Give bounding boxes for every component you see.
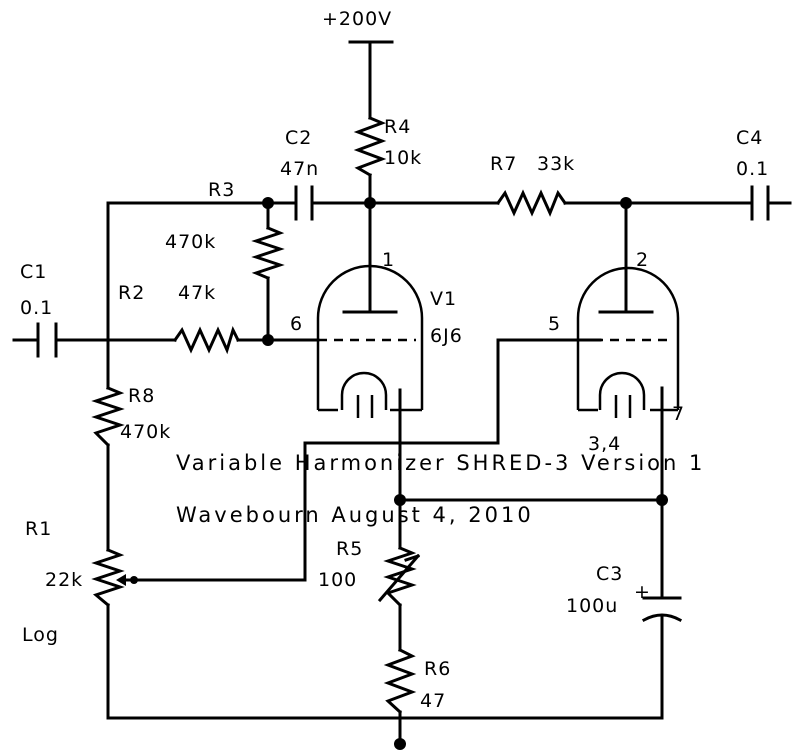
r8-value: 470k (120, 421, 171, 443)
r1-value: 22k (45, 569, 83, 591)
c2-value: 47n (280, 158, 319, 180)
pin-6-label: 6 (290, 313, 303, 335)
r3-value: 470k (165, 231, 216, 253)
pin-3-4-label: 3,4 (588, 433, 621, 455)
junction-dot (364, 197, 376, 209)
r2-value: 47k (178, 282, 216, 304)
r5-value: 100 (318, 569, 357, 591)
c4-value: 0.1 (736, 158, 769, 180)
capacitor-c3 (641, 596, 683, 623)
r4-value: 10k (384, 147, 422, 169)
capacitor-c1 (36, 322, 58, 358)
pin-5-label: 5 (548, 313, 561, 335)
r4-name: R4 (384, 116, 411, 138)
capacitor-c2 (294, 185, 314, 221)
v1-cathode (340, 371, 388, 410)
resistor-r6 (383, 647, 417, 715)
junction-dot (262, 334, 274, 346)
resistor-r4 (353, 116, 387, 178)
c4-name: C4 (736, 127, 763, 149)
variable-resistor-r5 (383, 546, 417, 608)
c1-name: C1 (20, 261, 47, 283)
author-credit: Wavebourn August 4, 2010 (176, 503, 534, 527)
c2-name: C2 (285, 127, 312, 149)
r7-value: 33k (537, 153, 575, 175)
c3-name: C3 (596, 563, 623, 585)
junction-dot (394, 738, 406, 750)
r8-name: R8 (128, 385, 155, 407)
v1-name: V1 (430, 288, 457, 310)
c1-value: 0.1 (20, 297, 53, 319)
v2-cathode (598, 371, 646, 410)
resistor-r8 (91, 386, 125, 448)
tube-v2 (576, 266, 680, 418)
supply-label: +200V (322, 8, 392, 30)
pot-wiper (116, 574, 136, 586)
r1-taper: Log (22, 624, 59, 646)
capacitor-c4 (750, 185, 770, 221)
junctions (130, 197, 668, 750)
v1-type: 6J6 (430, 325, 463, 347)
junction-dot (656, 494, 668, 506)
r5-adjust-arrow (377, 553, 421, 603)
c3-value: 100u (566, 595, 618, 617)
diagram-title: Variable Harmonizer SHRED-3 Version 1 (176, 451, 705, 475)
r2-name: R2 (118, 282, 145, 304)
junction-dot (620, 197, 632, 209)
resistor-r3 (251, 226, 285, 280)
junction-dot (394, 494, 406, 506)
r6-name: R6 (424, 658, 451, 680)
r5-name: R5 (336, 538, 363, 560)
junction-dot (262, 197, 274, 209)
resistor-r7 (495, 189, 568, 217)
pin-2-label: 2 (636, 249, 649, 271)
tube-v1 (316, 264, 424, 418)
resistor-r2 (172, 325, 241, 355)
r7-name: R7 (490, 153, 517, 175)
r6-value: 47 (420, 690, 446, 712)
c3-polarity: + (634, 581, 651, 603)
pin-1-label: 1 (382, 249, 395, 271)
potentiometer-r1 (91, 548, 125, 608)
r3-name: R3 (208, 179, 235, 201)
pin-7-label: 7 (672, 403, 685, 425)
r1-name: R1 (25, 518, 52, 540)
